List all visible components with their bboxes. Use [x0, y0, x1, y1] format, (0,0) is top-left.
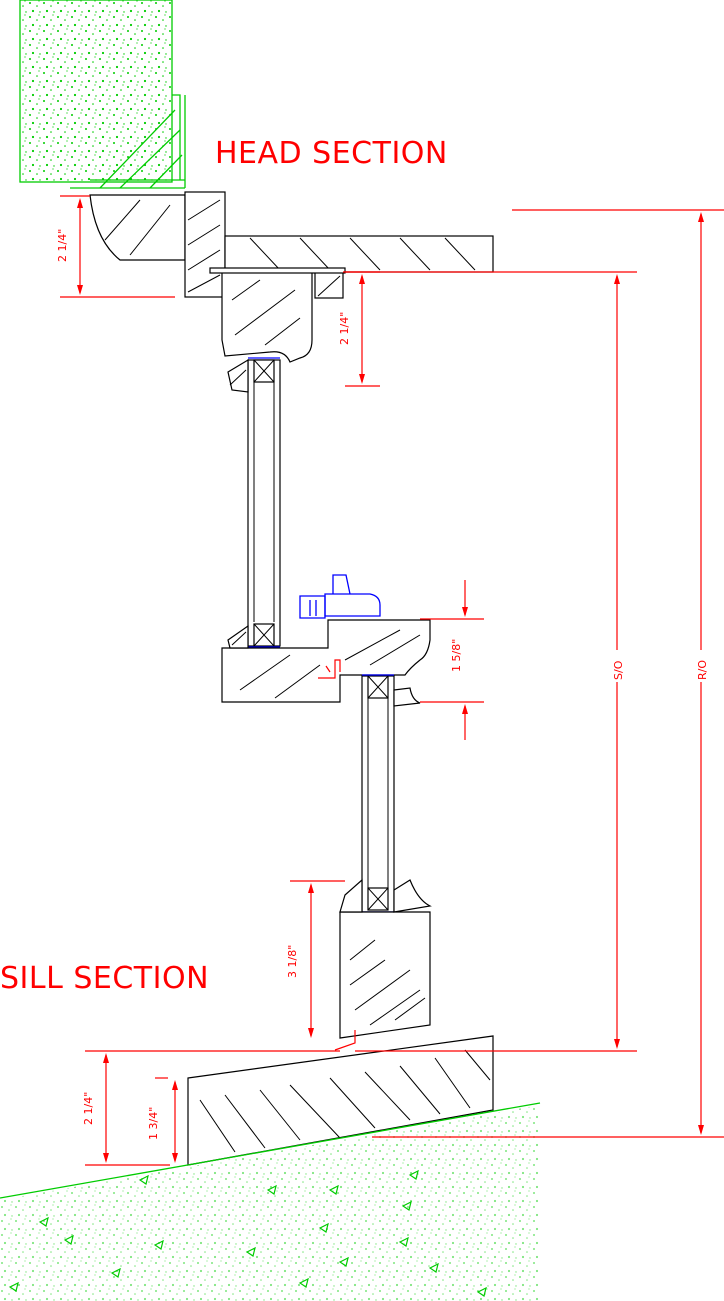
dim-head-jamb: 2 1/4": [338, 312, 351, 345]
dim-head-casing: 2 1/4": [56, 229, 69, 262]
dim-sill-inner: 1 3/4": [147, 1107, 160, 1140]
dim-meeting-rail: 1 5/8": [450, 639, 463, 672]
sill: [187, 1030, 494, 1166]
upper-sash: [227, 357, 281, 648]
sill-section-title: SILL SECTION: [0, 961, 209, 996]
head-masonry: [19, 0, 186, 189]
meeting-rail: [221, 619, 431, 703]
so-label: S/O: [612, 660, 625, 680]
head-section-title: HEAD SECTION: [215, 136, 448, 171]
sash-lock-icon: [299, 574, 381, 619]
dim-sill-outer: 2 1/4": [82, 1092, 95, 1125]
ro-label: R/O: [696, 660, 709, 680]
head-frame: [89, 191, 494, 363]
lower-sash: [361, 674, 421, 913]
dim-bottom-rail: 3 1/8": [286, 945, 299, 978]
bottom-rail: [339, 878, 432, 1039]
dimension-arrows: [77, 198, 704, 1163]
ground: [0, 1102, 541, 1301]
gravel-marks: [8, 1169, 487, 1297]
